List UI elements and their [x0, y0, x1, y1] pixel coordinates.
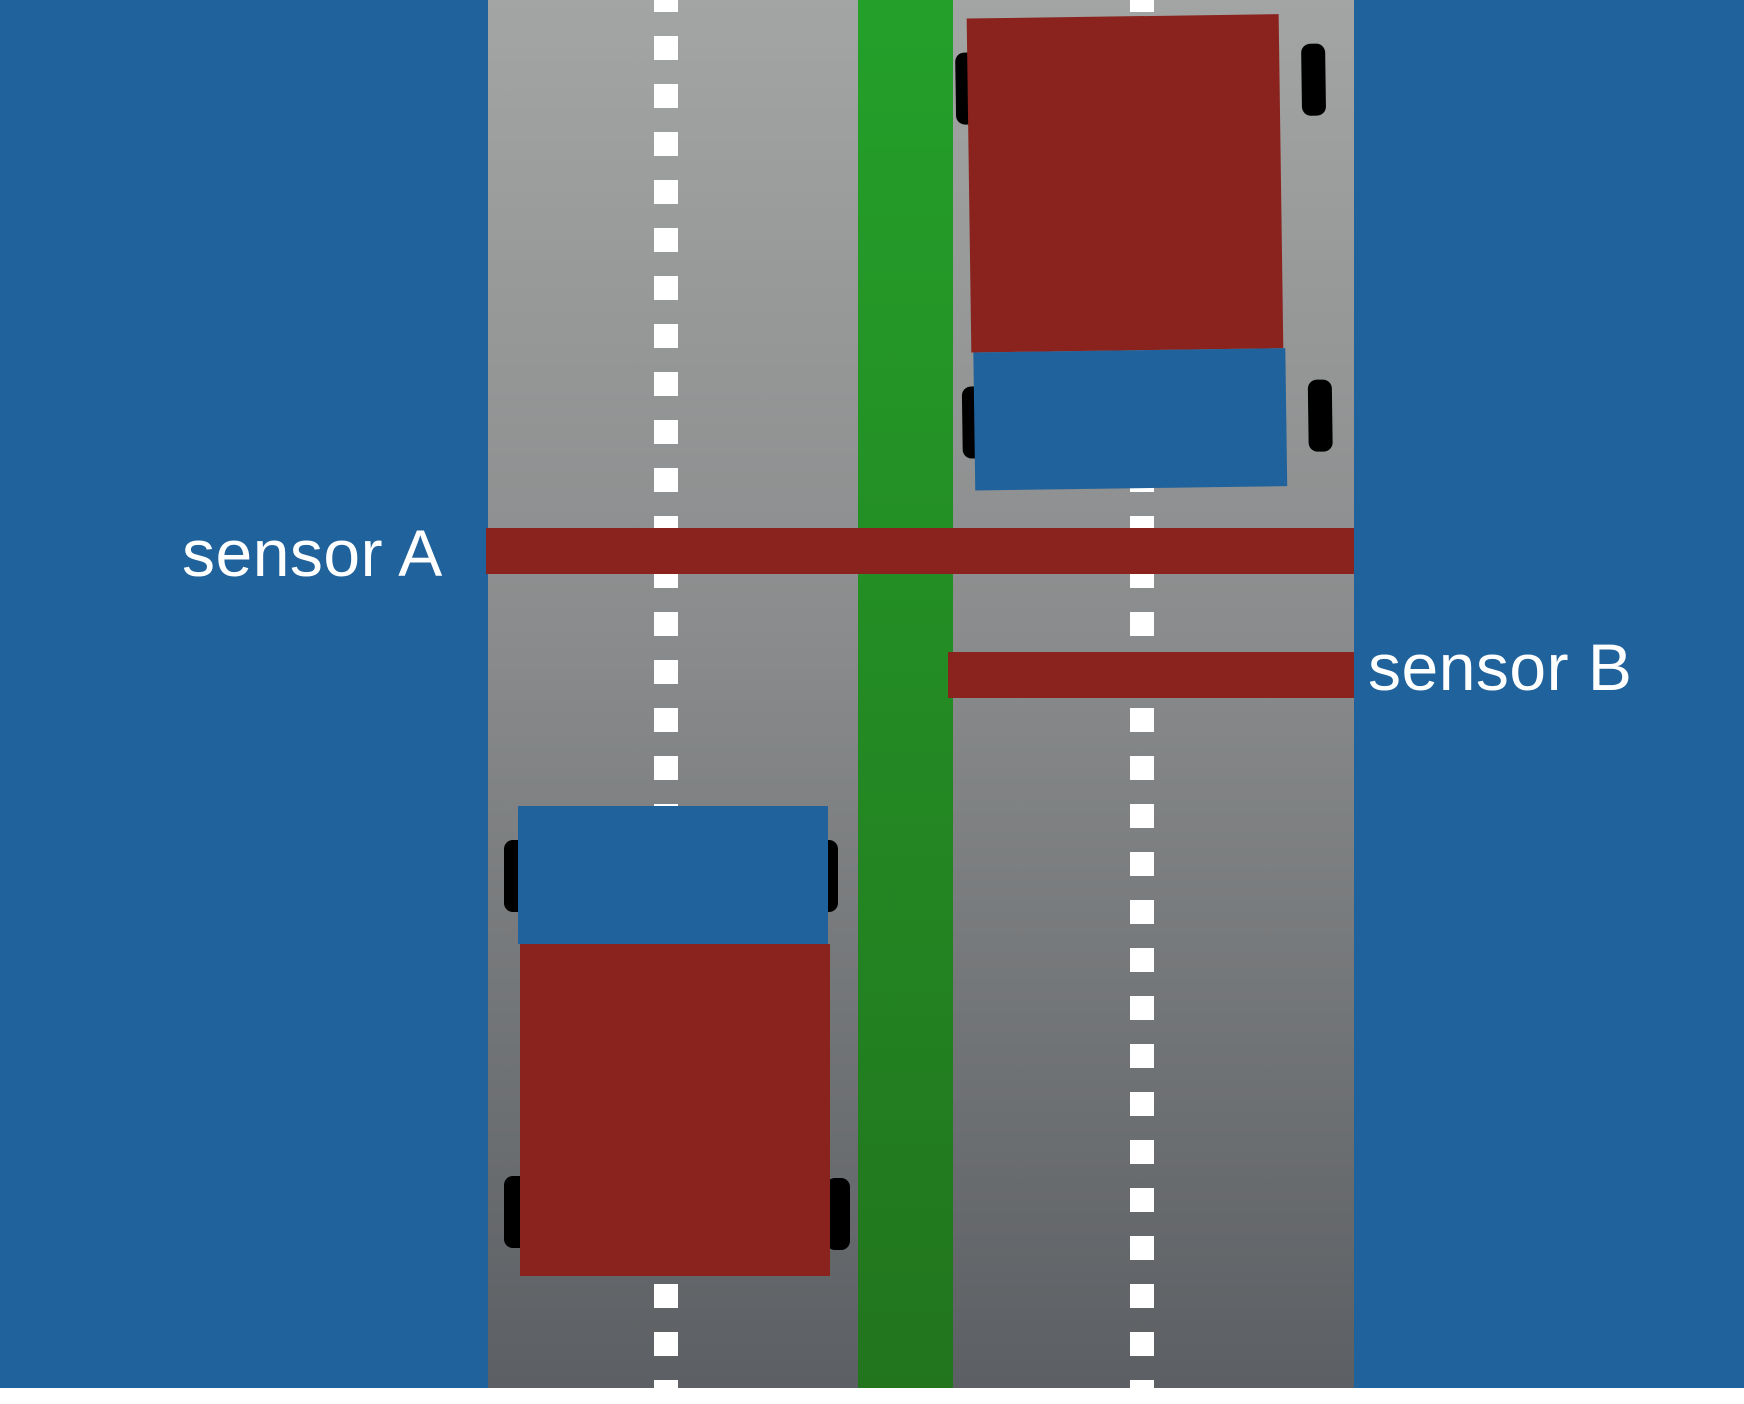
lane-dash: [1130, 948, 1154, 972]
lane-dash: [654, 1332, 678, 1356]
truck-left-lane: [500, 806, 860, 1276]
lane-dash: [1130, 756, 1154, 780]
lane-dash: [1130, 852, 1154, 876]
lane-dash: [1130, 1284, 1154, 1308]
wheel: [826, 1178, 850, 1250]
lane-dash: [1130, 1044, 1154, 1068]
lane-dash: [654, 180, 678, 204]
truck-right-lane: [955, 14, 1334, 499]
sensor-b-line: [948, 652, 1354, 698]
wheel: [1307, 379, 1333, 452]
lane-dash: [1130, 804, 1154, 828]
lane-dash: [654, 36, 678, 60]
lane-dash: [654, 228, 678, 252]
median: [858, 0, 953, 1388]
lane-dash: [1130, 900, 1154, 924]
lane-dash: [1130, 612, 1154, 636]
lane-dash: [654, 1380, 678, 1404]
truck-cab: [973, 348, 1288, 491]
lane-dash: [654, 756, 678, 780]
lane-dash: [1130, 1380, 1154, 1404]
lane-dash: [654, 420, 678, 444]
lane-dash: [654, 708, 678, 732]
lane-dash: [654, 612, 678, 636]
lane-dash: [654, 324, 678, 348]
lane-dash: [1130, 1236, 1154, 1260]
lane-dash: [1130, 1332, 1154, 1356]
lane-dash: [1130, 1092, 1154, 1116]
lane-dash: [654, 276, 678, 300]
lane-dash: [654, 84, 678, 108]
wheel: [1301, 43, 1327, 116]
truck-cab: [518, 806, 828, 944]
sensor-a-line: [486, 528, 1354, 574]
lane-dash: [654, 660, 678, 684]
lane-dash: [654, 0, 678, 12]
lane-dash: [654, 132, 678, 156]
truck-cargo: [966, 14, 1284, 353]
truck-cargo: [520, 944, 830, 1276]
lane-dash: [1130, 1188, 1154, 1212]
lane-dash: [654, 468, 678, 492]
lane-dash: [1130, 708, 1154, 732]
lane-dash: [1130, 1140, 1154, 1164]
lane-dash: [654, 1284, 678, 1308]
sensor-a-label: sensor A: [182, 516, 443, 590]
sensor-b-label: sensor B: [1368, 630, 1633, 704]
lane-dash: [1130, 996, 1154, 1020]
lane-dash: [654, 372, 678, 396]
lane-dash: [1130, 0, 1154, 12]
